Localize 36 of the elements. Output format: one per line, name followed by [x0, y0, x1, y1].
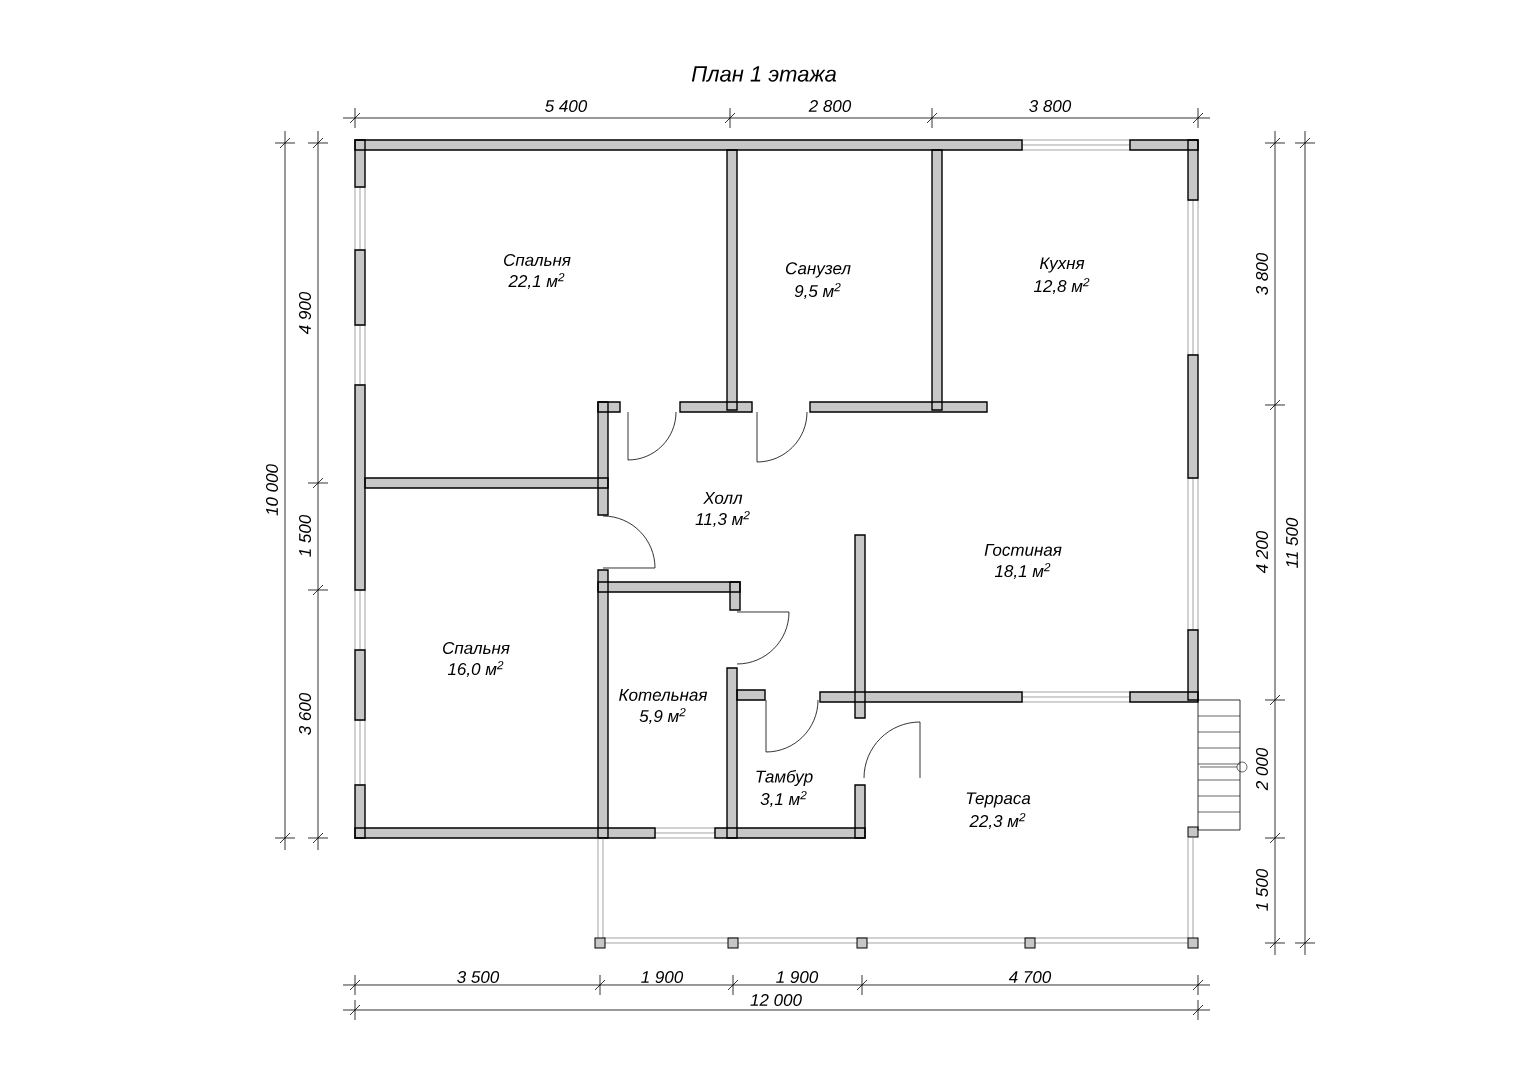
- dimension-label: 1 900: [641, 971, 684, 983]
- room-name: Спальня: [443, 642, 510, 654]
- dimension-label: 5 400: [545, 100, 588, 112]
- room-area: 5,9 м$^{2}$: [639, 707, 686, 725]
- room-name: Холл: [703, 492, 743, 504]
- room-area: 11,3 м$^{2}$: [695, 510, 750, 528]
- dimension-label: 1 900: [776, 971, 819, 983]
- dimension-label: 1 500: [1256, 868, 1268, 911]
- room-area: 22,1 м$^{2}$: [508, 272, 565, 290]
- dimension-label: 11 500: [1286, 517, 1298, 568]
- dimension-label: 4 900: [299, 291, 311, 335]
- room-name: Терраса: [966, 792, 1031, 808]
- dimension-label: 12 000: [750, 994, 802, 1006]
- room-name: Кухня: [1039, 257, 1085, 273]
- dimension-label: 4 200: [1256, 530, 1268, 574]
- room-name: Котельная: [619, 689, 708, 701]
- dimension-label: 2 800: [808, 100, 852, 112]
- room-name: Спальня: [504, 254, 571, 266]
- room-area: 9,5 м$^{2}$: [794, 282, 841, 300]
- plan-title: План 1 этажа: [691, 66, 837, 82]
- room-name: Санузел: [785, 262, 851, 278]
- room-area: 12,8 м$^{2}$: [1033, 277, 1090, 295]
- room-area: 3,1 м$^{2}$: [760, 790, 807, 808]
- room-area: 22,3 м$^{2}$: [969, 812, 1026, 830]
- dimension-label: 3 800: [1256, 252, 1268, 295]
- room-name: Тамбур: [756, 770, 813, 786]
- dimension-label: 10 000: [266, 464, 278, 516]
- dimension-label: 3 800: [1029, 100, 1072, 112]
- room-area: 16,0 м$^{2}$: [447, 660, 504, 678]
- room-area: 18,1 м$^{2}$: [994, 562, 1051, 580]
- dimension-label: 3 500: [457, 971, 500, 983]
- dimension-label: 3 600: [299, 692, 311, 735]
- dimension-label: 4 700: [1008, 971, 1052, 983]
- room-name: Гостиная: [984, 544, 1062, 556]
- dimension-label: 2 000: [1256, 747, 1268, 791]
- dimension-label: 1 500: [299, 514, 311, 557]
